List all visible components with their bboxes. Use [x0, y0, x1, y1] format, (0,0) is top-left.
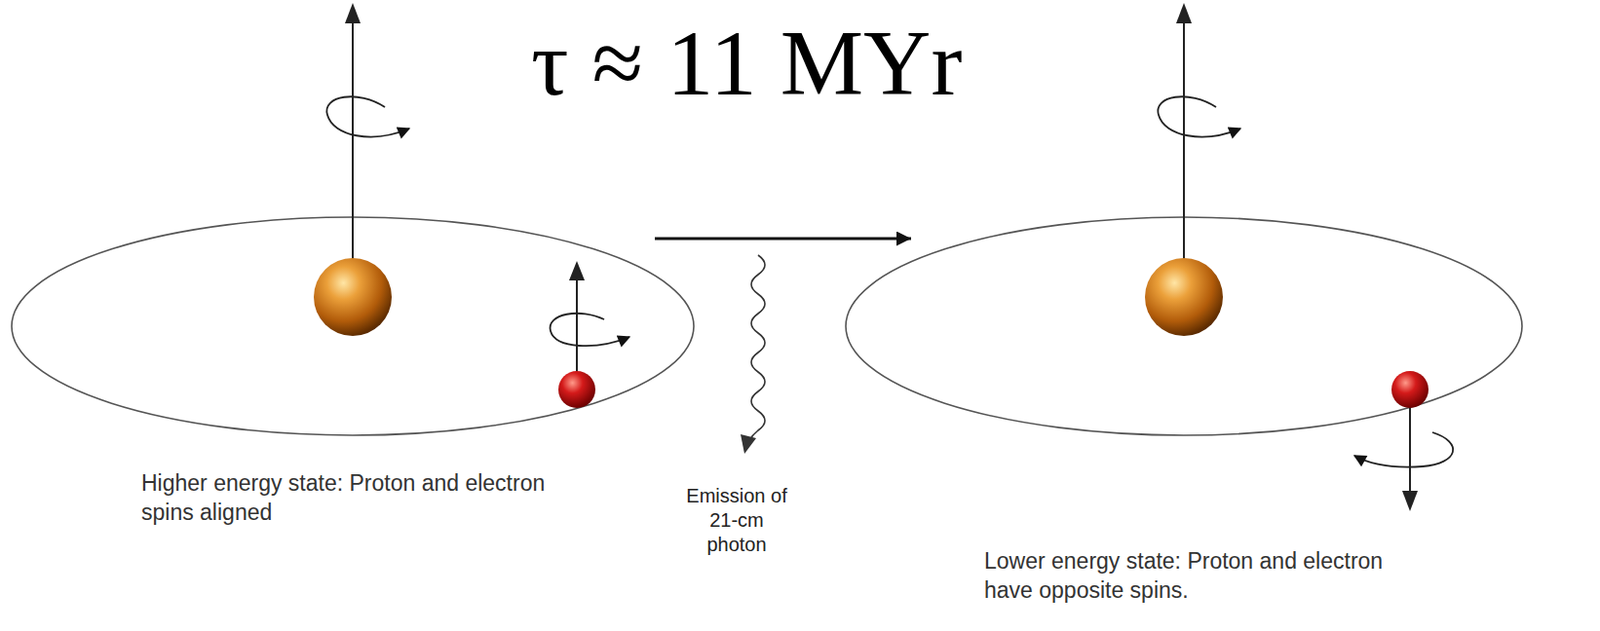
state-caption: Higher energy state: Proton and electron… — [141, 468, 561, 528]
proton-spin-axis — [351, 19, 354, 262]
spin-arrowhead — [569, 261, 585, 281]
proton — [313, 258, 392, 337]
state-caption: Lower energy state: Proton and electron … — [984, 546, 1413, 606]
electron — [1391, 371, 1429, 409]
spin-arrowhead — [1402, 491, 1418, 512]
transition-arrow — [654, 237, 912, 241]
atom-state: Lower energy state: Proton and electron … — [911, 217, 1523, 611]
atom-state: Higher energy state: Proton and electron… — [11, 217, 655, 534]
proton — [1144, 258, 1223, 337]
rotation-arrow — [1157, 96, 1241, 137]
electron-spin-axis — [575, 278, 578, 375]
photon-arrowhead — [740, 434, 757, 455]
rotation-arrow — [1354, 432, 1453, 468]
proton-spin-axis — [1182, 19, 1185, 262]
spin-arrowhead — [1176, 2, 1192, 24]
spin-arrowhead — [344, 2, 361, 24]
lifetime-title: τ ≈ 11 MYr — [531, 9, 962, 117]
photon-label: Emission of 21-cm photon — [682, 484, 792, 558]
photon-wave — [749, 255, 765, 441]
electron-spin-axis — [1409, 405, 1411, 494]
rotation-arrow — [326, 96, 410, 137]
electron — [558, 371, 596, 409]
rotation-arrow — [550, 313, 630, 346]
